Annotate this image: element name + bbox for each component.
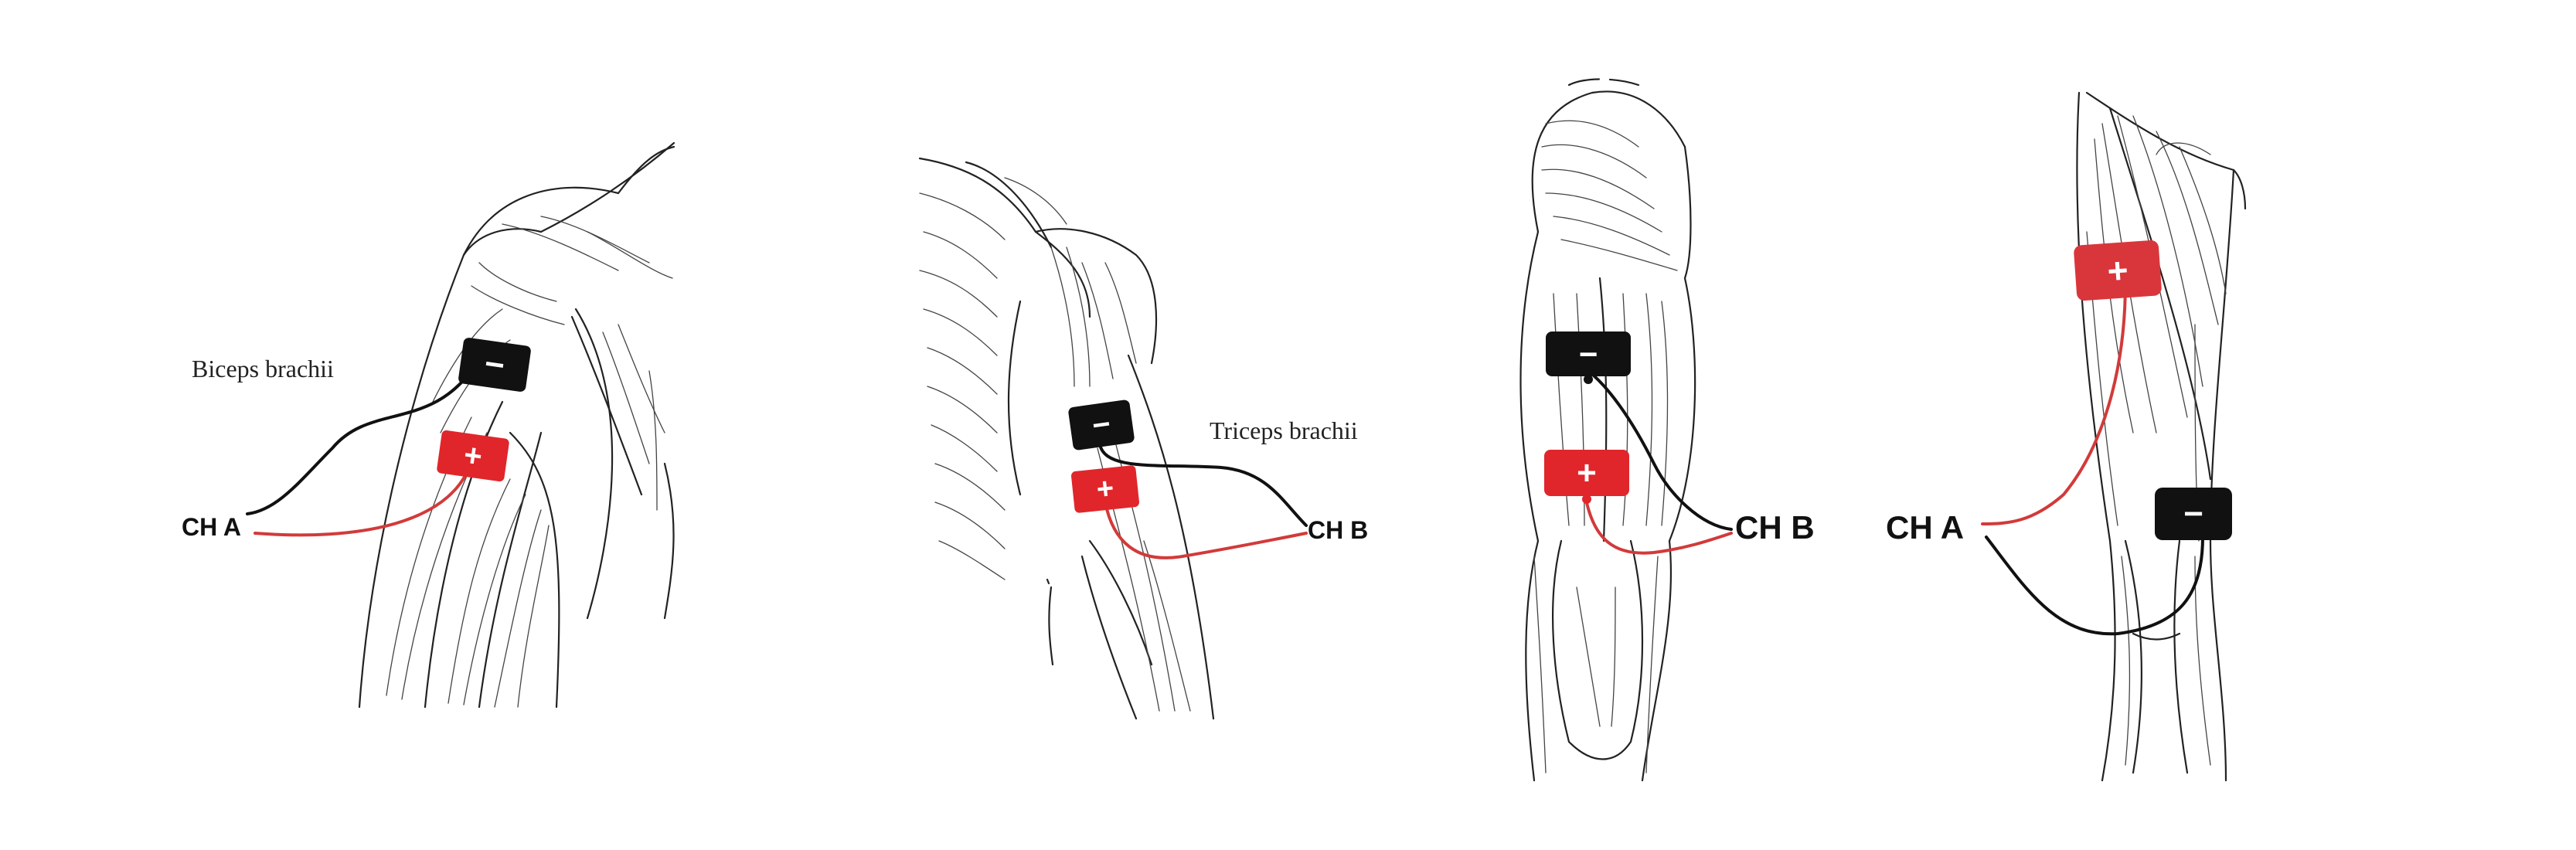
hamstring-channel-label: CH B [1735, 509, 1815, 546]
biceps-arm-drawing [358, 141, 675, 709]
quadriceps-positive-wire [1981, 280, 2127, 525]
triceps-positive-electrode: + [1071, 465, 1139, 513]
triceps-arm-drawing [918, 157, 1215, 720]
panel-hamstring: − + CH B [1519, 78, 1815, 782]
quadriceps-negative-sign: − [2183, 495, 2203, 533]
quadriceps-positive-electrode: + [2074, 240, 2162, 301]
panel-quadriceps: + − CH A [1886, 91, 2247, 782]
panel-triceps: − + Triceps brachii CH B [918, 157, 1368, 720]
triceps-positive-sign: + [1095, 472, 1115, 506]
biceps-positive-wire [254, 454, 475, 537]
quadriceps-negative-electrode: − [2155, 488, 2232, 540]
panel-biceps: − + Biceps brachii CH A [182, 141, 675, 709]
biceps-muscle-label: Biceps brachii [192, 355, 334, 382]
biceps-channel-label: CH A [182, 513, 241, 541]
triceps-positive-wire [1104, 501, 1308, 559]
hamstring-leg-drawing [1519, 78, 1696, 782]
biceps-positive-electrode: + [437, 430, 509, 482]
quadriceps-channel-label: CH A [1886, 509, 1964, 546]
hamstring-positive-wire [1583, 489, 1733, 555]
biceps-negative-electrode: − [458, 338, 531, 392]
biceps-negative-wire [246, 360, 479, 515]
triceps-negative-wire [1098, 443, 1308, 527]
hamstring-negative-sign: − [1579, 336, 1598, 372]
triceps-channel-label: CH B [1308, 516, 1368, 544]
hamstring-negative-electrode: − [1546, 332, 1631, 384]
triceps-negative-electrode: − [1068, 400, 1135, 450]
quadriceps-positive-sign: + [2106, 250, 2129, 291]
hamstring-positive-sign: + [1577, 454, 1597, 492]
hamstring-negative-wire [1587, 369, 1733, 531]
triceps-muscle-label: Triceps brachii [1210, 416, 1358, 444]
quadriceps-negative-wire [1985, 536, 2204, 636]
quadriceps-leg-drawing [2076, 91, 2247, 782]
hamstring-positive-electrode: + [1544, 450, 1629, 504]
